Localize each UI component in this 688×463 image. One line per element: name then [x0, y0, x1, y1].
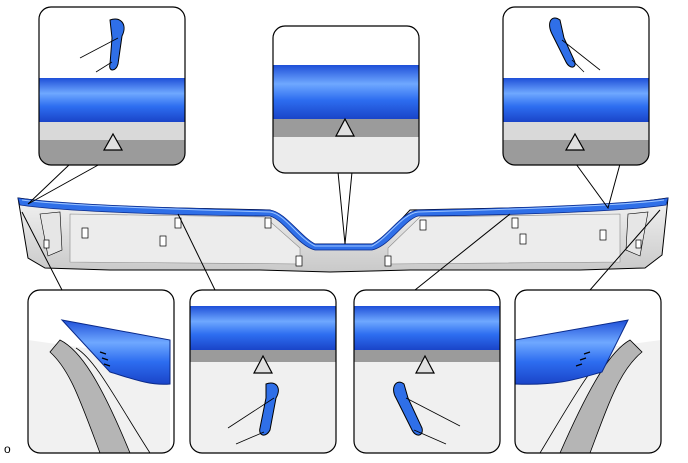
figure-code: o	[4, 442, 11, 456]
triangle-marker-icon	[564, 132, 586, 151]
triangle-marker-icon	[335, 117, 355, 137]
molding-strip	[17, 197, 669, 251]
callout-bottom-center-left	[189, 289, 337, 454]
callout-top-left	[38, 6, 186, 166]
triangle-marker-icon	[253, 354, 273, 374]
callout-top-center	[272, 25, 420, 174]
callout-bottom-center-right	[353, 289, 501, 454]
triangle-marker-icon	[102, 132, 124, 151]
garnish-panel	[17, 197, 669, 273]
callout-bottom-right	[514, 289, 662, 454]
callout-top-right	[502, 6, 650, 166]
callout-bottom-left	[27, 289, 175, 454]
triangle-marker-icon	[415, 354, 435, 374]
